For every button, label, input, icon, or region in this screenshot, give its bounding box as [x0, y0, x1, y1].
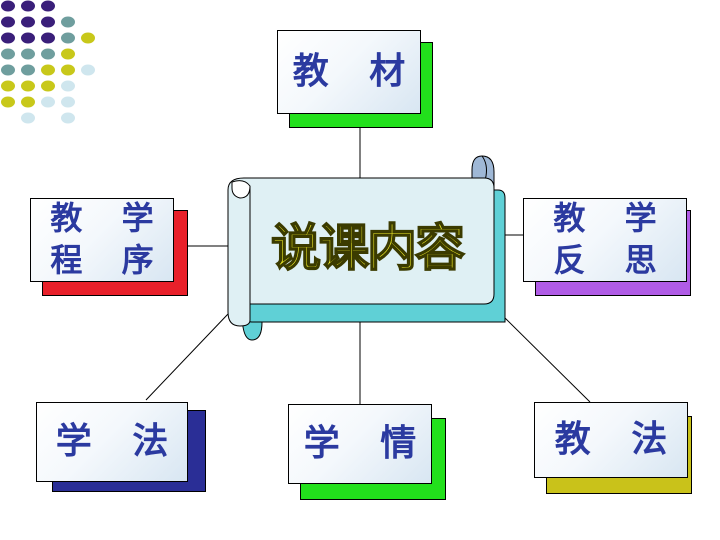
node-teaching-method-box: 教 法: [534, 402, 688, 478]
decorative-dot: [81, 32, 95, 44]
decorative-dot: [41, 48, 55, 60]
decorative-dot: [61, 16, 75, 28]
scroll-banner: [227, 155, 506, 341]
decorative-dot: [41, 32, 55, 44]
decorative-dot: [1, 16, 15, 28]
decorative-dot: [41, 80, 55, 92]
decorative-dot: [21, 80, 35, 92]
connector-lines: [145, 112, 591, 404]
node-study-method-label: 学 法: [55, 420, 183, 462]
connector-study-method: [145, 313, 229, 401]
decorative-dot: [61, 96, 75, 108]
decorative-dot: [21, 96, 35, 108]
node-procedure-box: 教 学 程 序: [30, 198, 174, 282]
decorative-dot: [41, 0, 55, 12]
decorative-dot: [21, 32, 35, 44]
decorative-dot: [61, 112, 75, 124]
decorative-dot: [1, 32, 15, 44]
node-teaching-method-label: 教 法: [554, 418, 682, 460]
node-student-situation-box: 学 情: [288, 404, 432, 484]
node-textbook-label: 教 材: [292, 50, 420, 92]
decorative-dot: [1, 96, 15, 108]
node-textbook-box: 教 材: [277, 30, 421, 114]
node-reflection-label: 教 学 反 思: [553, 199, 671, 279]
decorative-dot: [1, 0, 15, 12]
decorative-dot: [41, 64, 55, 76]
decorative-dot: [41, 96, 55, 108]
decorative-dot: [21, 16, 35, 28]
node-procedure-label: 教 学 程 序: [50, 199, 168, 279]
node-reflection-box: 教 学 反 思: [523, 198, 687, 282]
decorative-dot: [21, 64, 35, 76]
decorative-dot: [1, 80, 15, 92]
decorative-dot-grid: [1, 0, 95, 124]
decorative-dot: [81, 64, 95, 76]
scroll-front-panel: [227, 177, 495, 327]
node-student-situation-label: 学 情: [303, 422, 431, 464]
connector-teaching-method: [504, 317, 591, 403]
center-title: 说课内容: [270, 218, 466, 278]
decorative-dot: [1, 48, 15, 60]
decorative-dot: [21, 112, 35, 124]
decorative-dot: [1, 64, 15, 76]
decorative-dot: [61, 48, 75, 60]
decorative-dot: [41, 16, 55, 28]
node-study-method-box: 学 法: [36, 402, 188, 482]
decorative-dot: [21, 48, 35, 60]
decorative-dot: [61, 80, 75, 92]
decorative-dot: [61, 32, 75, 44]
decorative-dot: [21, 0, 35, 12]
decorative-dot: [61, 64, 75, 76]
scroll-left-roll: [231, 180, 251, 199]
